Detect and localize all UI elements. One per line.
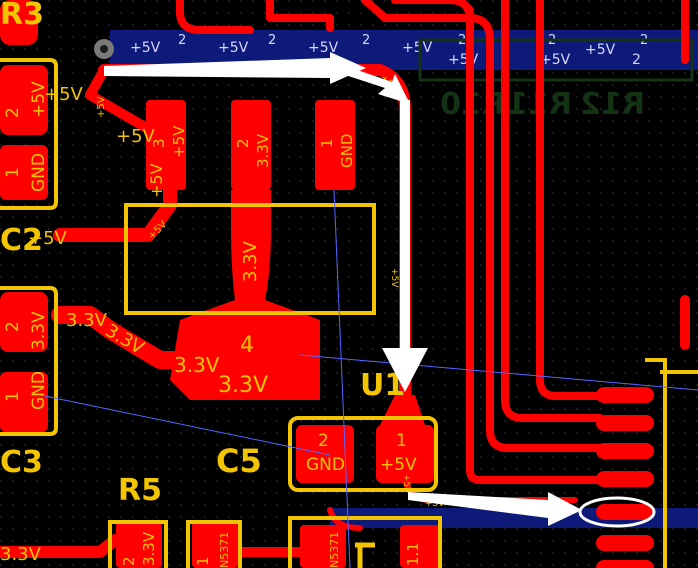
trace-net: +5V	[401, 474, 411, 494]
conn-pin[interactable]	[596, 415, 654, 431]
pad-num: 1	[3, 167, 23, 178]
strip-label: 2	[178, 33, 186, 48]
arrow-right	[104, 52, 366, 84]
designator-c5: C5	[216, 442, 262, 480]
pad-net: 3.3V	[218, 373, 268, 398]
c2-pad-1[interactable]	[0, 145, 48, 200]
pad-net: +5V	[29, 81, 49, 118]
r5-pad-2[interactable]	[116, 522, 162, 568]
conn-pin[interactable]	[596, 471, 654, 487]
ratsnest-lines	[39, 189, 698, 568]
copper-pads[interactable]	[0, 0, 654, 568]
pad-net: GND	[29, 371, 49, 410]
pad-net: 3.3V	[240, 240, 261, 282]
pad-net: +5V	[380, 455, 417, 475]
strip-label: +5V	[448, 52, 479, 68]
designator-r3: R3	[0, 0, 44, 32]
pad-num: 2	[234, 138, 252, 148]
pad-labels: 2 +5V 1 GND 2 3.3V 1 GND 3 +5V 2 3.3V 1 …	[3, 81, 422, 568]
conn-pin[interactable]	[596, 443, 654, 459]
conn-pin-highlighted[interactable]	[596, 504, 654, 520]
trace-net: +5V	[116, 126, 156, 147]
pad-num: 2	[3, 321, 23, 332]
r3-pad[interactable]	[0, 0, 38, 45]
trace-net: +5V	[425, 499, 445, 509]
pad-num: 1	[3, 391, 23, 402]
conn-pin[interactable]	[596, 387, 654, 403]
pad-num-4: 4	[240, 333, 254, 358]
trace-net: +5V	[147, 163, 166, 198]
strip-label: +5V	[130, 40, 161, 56]
pad-num: 3	[150, 138, 168, 148]
designator-c2: C2	[0, 223, 43, 258]
pad-net: 3.3V	[29, 311, 49, 350]
conn-pin[interactable]	[596, 560, 654, 568]
strip-label: +5V	[585, 42, 616, 58]
pad-num: 2	[318, 431, 329, 451]
conn-pin[interactable]	[596, 535, 654, 551]
arrow-to-pin	[408, 492, 582, 526]
strip-label: 2	[268, 33, 276, 48]
strip-label: +5V	[402, 40, 433, 56]
pad-net: GND	[338, 134, 356, 168]
c2-pad-2[interactable]	[0, 65, 48, 135]
trace-net: 3.3V	[66, 310, 108, 331]
pad-net: 3.3V	[140, 531, 158, 566]
designator-c3: C3	[0, 445, 43, 480]
trace-net: +5V	[389, 268, 399, 288]
c5-pad-1[interactable]	[376, 425, 434, 483]
r5-pad-1[interactable]	[192, 522, 238, 568]
strip-label: +5V	[308, 40, 339, 56]
designator-r5: R5	[118, 473, 162, 508]
ic-pad-2[interactable]	[400, 525, 440, 568]
ghost-label-r12: R12	[580, 87, 645, 122]
u-pad-4[interactable]	[170, 190, 320, 400]
pad-net: 3.3V	[254, 133, 272, 168]
strip-label: +5V	[540, 52, 571, 68]
ic-pad[interactable]	[300, 525, 346, 568]
strip-label: +5V	[218, 40, 249, 56]
pad-num: 2	[120, 556, 138, 566]
pad-num: 1	[194, 556, 212, 566]
trace-net: 3.3V	[0, 544, 42, 565]
trace-net: +5V	[28, 228, 68, 249]
arrow-diagonal	[336, 64, 410, 104]
u-pad-1[interactable]	[315, 100, 355, 190]
arrow-down	[382, 100, 428, 392]
strip-label: 2	[632, 52, 641, 68]
pad-value: 1.1	[404, 542, 422, 566]
pad-net: GND	[306, 455, 345, 475]
pad-net: 3.3V	[174, 353, 220, 377]
pad-num: 1	[396, 431, 407, 451]
pad-part: N5371	[218, 532, 231, 568]
annotation-arrows	[104, 52, 582, 526]
via-hole	[100, 45, 108, 53]
pad-net: +5V	[170, 125, 188, 158]
trace-labels: +5V +5V +5V +5V +5V +5V 3.3V 3.3V 3.3V +…	[0, 73, 445, 565]
trace-net: +5V	[44, 84, 84, 105]
pad-part: N5371	[328, 532, 341, 568]
c3-pad-2[interactable]	[0, 292, 48, 352]
c3-pad-1[interactable]	[0, 372, 48, 432]
highlight-circle	[578, 496, 656, 528]
trace-net: +5V	[96, 96, 107, 118]
pad-net: GND	[29, 153, 49, 192]
strip-label: 2	[362, 33, 370, 48]
pad-num: 2	[3, 107, 23, 118]
silkscreen-outlines	[0, 58, 698, 568]
u-pad-3[interactable]	[146, 100, 186, 190]
pad-num: 1	[318, 138, 336, 148]
u-pad-2[interactable]	[231, 100, 271, 190]
